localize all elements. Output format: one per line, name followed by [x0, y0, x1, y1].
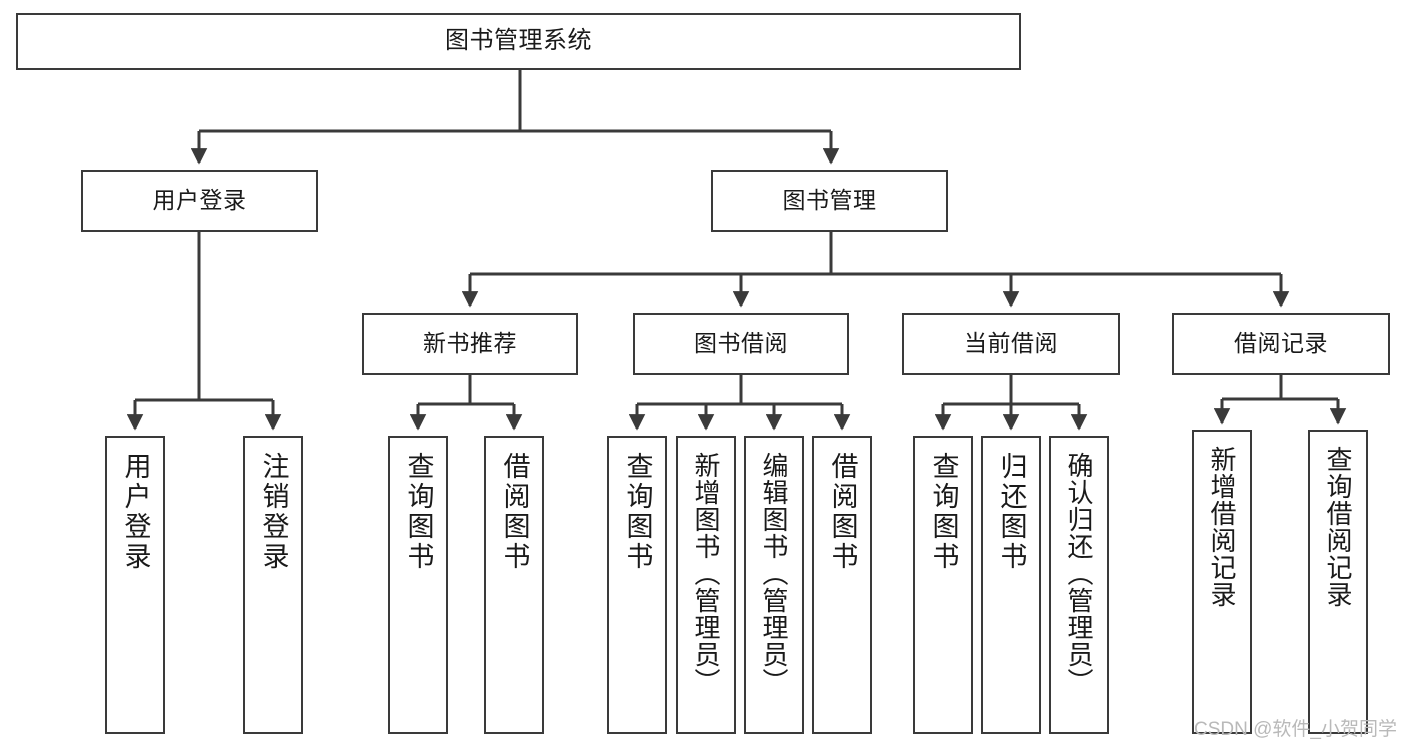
leaf-add-borrow-record[interactable]: 新增借阅记录 [1192, 430, 1252, 734]
leaf-query-book-recommend[interactable]: 查询图书 [388, 436, 448, 734]
leaf-add-book-admin[interactable]: 新增图书（管理员） [676, 436, 736, 734]
node-label: 注销登录 [258, 452, 289, 572]
leaf-query-borrow-record[interactable]: 查询借阅记录 [1308, 430, 1368, 734]
node-label: 借阅图书 [499, 452, 530, 572]
node-label: 确认归还（管理员） [1064, 452, 1094, 695]
node-label: 用户登录 [152, 187, 247, 214]
leaf-confirm-return-admin[interactable]: 确认归还（管理员） [1049, 436, 1109, 734]
leaf-query-book-borrow[interactable]: 查询图书 [607, 436, 667, 734]
node-label: 查询图书 [403, 452, 434, 572]
node-label: 查询图书 [928, 452, 959, 572]
node-label: 图书管理 [782, 187, 877, 214]
node-new-book-recommend[interactable]: 新书推荐 [362, 313, 578, 375]
leaf-edit-book-admin[interactable]: 编辑图书（管理员） [744, 436, 804, 734]
node-root-system[interactable]: 图书管理系统 [16, 13, 1021, 70]
node-book-management[interactable]: 图书管理 [711, 170, 948, 232]
node-label: 图书管理系统 [445, 27, 592, 55]
node-label: 图书借阅 [694, 330, 788, 357]
leaf-borrow-book[interactable]: 借阅图书 [812, 436, 872, 734]
node-label: 新书推荐 [423, 330, 517, 357]
node-book-borrow[interactable]: 图书借阅 [633, 313, 849, 375]
leaf-query-book-current[interactable]: 查询图书 [913, 436, 973, 734]
node-label: 查询借阅记录 [1323, 446, 1353, 608]
node-label: 借阅记录 [1234, 330, 1328, 357]
node-user-login[interactable]: 用户登录 [81, 170, 318, 232]
node-label: 编辑图书（管理员） [759, 452, 789, 695]
leaf-user-login[interactable]: 用户登录 [105, 436, 165, 734]
leaf-user-logout[interactable]: 注销登录 [243, 436, 303, 734]
node-label: 当前借阅 [964, 330, 1058, 357]
leaf-return-book[interactable]: 归还图书 [981, 436, 1041, 734]
node-label: 用户登录 [120, 452, 151, 572]
node-current-borrow[interactable]: 当前借阅 [902, 313, 1120, 375]
node-label: 借阅图书 [827, 452, 858, 572]
node-label: 归还图书 [996, 452, 1027, 572]
leaf-borrow-book-recommend[interactable]: 借阅图书 [484, 436, 544, 734]
node-label: 新增图书（管理员） [691, 452, 721, 695]
node-label: 新增借阅记录 [1207, 446, 1237, 608]
node-label: 查询图书 [622, 452, 653, 572]
node-borrow-records[interactable]: 借阅记录 [1172, 313, 1390, 375]
